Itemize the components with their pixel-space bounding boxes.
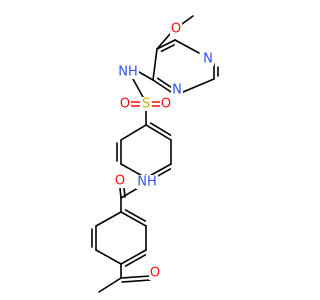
- bond-pyr-double: [156, 77, 172, 88]
- svg-text:N: N: [172, 83, 182, 98]
- bond-benzene1: [145, 124, 172, 141]
- bond-benzene1-double: [149, 122, 172, 136]
- bond-methyl-o: [181, 15, 194, 25]
- atom-o-amide: O: [114, 174, 126, 189]
- bond-benzene1: [120, 124, 147, 141]
- bond-pyr: [152, 48, 158, 81]
- atom-nh-amide: NH: [136, 175, 158, 190]
- bond-pyr: [152, 79, 172, 93]
- svg-text:O: O: [161, 97, 171, 112]
- bond-nh-s: [132, 78, 144, 98]
- bond-benzene2-double: [124, 254, 147, 267]
- bond-c-o: [119, 187, 122, 199]
- svg-text:O: O: [171, 22, 181, 37]
- atom-nh-sulfonamide: NH: [117, 65, 139, 80]
- bond-acetyl-o2: [121, 279, 151, 283]
- bond-benzene2-double: [124, 209, 147, 222]
- bond-benzene2: [95, 249, 122, 265]
- svg-text:O: O: [120, 97, 130, 112]
- bond-c-o-2: [123, 187, 126, 198]
- bond-pyr: [156, 39, 176, 50]
- atom-n-ring-bottom: N: [171, 83, 183, 98]
- svg-text:O: O: [115, 174, 125, 189]
- svg-text:NH: NH: [118, 65, 138, 80]
- svg-text:N: N: [203, 52, 213, 67]
- svg-text:NH: NH: [137, 175, 157, 190]
- bond-benzene2: [95, 211, 122, 227]
- atom-n-ring-top: N: [202, 52, 214, 67]
- atom-o-acetyl: O: [149, 266, 161, 281]
- bond-acetyl-o: [120, 275, 151, 279]
- atom-o-sulfonyl-left: O: [119, 97, 131, 112]
- bond-nh-carbonyl: [120, 187, 139, 199]
- molecule-structure: O N N NH S O O NH: [91, 15, 219, 293]
- bond-pyr: [182, 78, 215, 93]
- bond-pyr: [174, 39, 200, 54]
- svg-text:O: O: [150, 266, 160, 281]
- bond-pyr-double: [160, 44, 175, 53]
- svg-text:S: S: [142, 97, 150, 112]
- atom-o-sulfonyl-right: O: [160, 97, 172, 112]
- atom-s-sulfonyl: S: [140, 97, 152, 112]
- bond-benzene2: [120, 249, 147, 265]
- bond-benzene2: [120, 211, 147, 227]
- atom-label-layer: O N N NH S O O NH: [114, 22, 214, 281]
- bond-nh-pyr: [138, 71, 154, 81]
- bond-layer: [91, 15, 219, 293]
- bond-acetyl-methyl: [98, 277, 122, 293]
- atom-o-methoxy: O: [170, 22, 182, 37]
- bond-o-ring: [156, 33, 171, 50]
